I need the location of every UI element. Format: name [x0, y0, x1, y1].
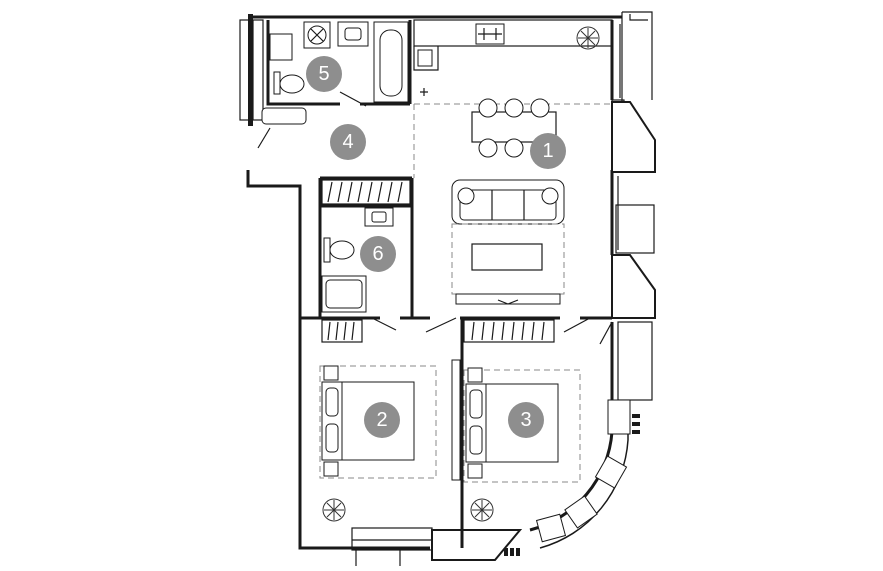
room-label-6: 6 [372, 243, 383, 265]
interior-walls [266, 19, 613, 548]
room-badge-5: 5 [306, 56, 342, 92]
room-badge-2: 2 [364, 402, 400, 438]
room-badge-4: 4 [330, 124, 366, 160]
living-room-furniture [413, 98, 612, 305]
radiators [504, 399, 640, 556]
plants [322, 26, 600, 522]
room-badge-1: 1 [530, 133, 566, 169]
plant-icon [470, 498, 494, 522]
plant-icon [322, 498, 346, 522]
room-badge-6: 6 [360, 236, 396, 272]
room-badge-3: 3 [508, 402, 544, 438]
room-label-4: 4 [342, 131, 353, 153]
room-label-1: 1 [542, 140, 553, 162]
room-label-5: 5 [318, 63, 329, 85]
room-label-2: 2 [376, 409, 387, 431]
doors [257, 91, 613, 345]
room-label-3: 3 [520, 409, 531, 431]
bedroom-2-furniture [319, 359, 461, 481]
wardrobes [321, 179, 555, 343]
bathroom-fixtures [261, 21, 505, 125]
outer-walls [239, 11, 656, 566]
bathroom-6-fixtures [321, 207, 394, 313]
plant-icon [576, 26, 600, 50]
